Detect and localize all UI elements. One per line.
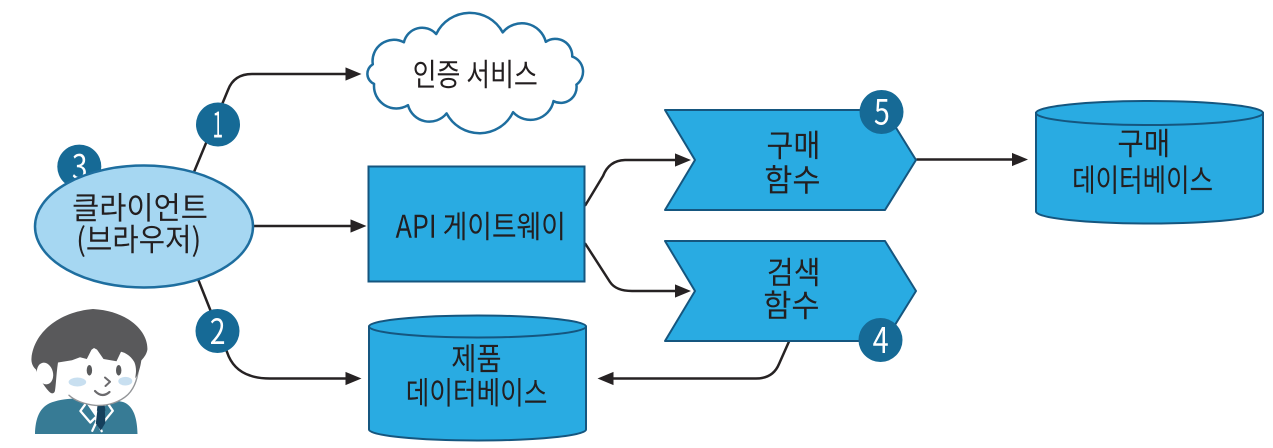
purchase-database-label-line1-glyphs bbox=[1118, 128, 1168, 158]
purchase-function-label-line2-glyphs bbox=[765, 165, 819, 194]
person-blush-left bbox=[68, 377, 87, 387]
person-eye-right bbox=[116, 365, 122, 376]
step-badge-2-digit-glyph bbox=[210, 318, 225, 344]
auth-service-label: 인증 서비스 bbox=[414, 59, 537, 89]
person-face bbox=[57, 343, 139, 406]
arrow-api-to-search-fn-line bbox=[584, 242, 680, 293]
arrow-client-to-api-head bbox=[350, 219, 367, 233]
step-badge-5: 5 bbox=[859, 90, 904, 134]
purchase-function-label-line1: 구매 bbox=[767, 130, 818, 160]
client-label-line2-glyphs bbox=[78, 224, 199, 257]
product-database-label-line1-glyphs bbox=[452, 344, 501, 373]
arrow-search-fn-to-product-db-head bbox=[597, 371, 614, 386]
arrow-api-to-search-fn-head bbox=[675, 284, 691, 298]
auth-service-label-glyphs bbox=[414, 59, 537, 89]
step-badge-4-circle bbox=[858, 318, 903, 362]
person-eye-left bbox=[86, 365, 93, 376]
product-database-label-line2-glyphs bbox=[407, 378, 547, 407]
search-function-label-line2: 함수 bbox=[764, 290, 818, 320]
client-label-line2: (브라우저) bbox=[78, 224, 199, 257]
person-nose bbox=[104, 376, 111, 387]
person-blush-right bbox=[118, 376, 133, 386]
product-database-label-line1: 제품 bbox=[452, 344, 501, 373]
purchase-database-cylinder-top bbox=[1035, 100, 1264, 126]
person-tie bbox=[95, 404, 106, 431]
arrow-search-fn-to-product-db-line bbox=[609, 340, 791, 380]
step-badge-3-digit-glyph bbox=[72, 153, 86, 180]
step-badge-1: 1 bbox=[196, 102, 240, 147]
arrow-client-to-auth bbox=[192, 67, 362, 174]
client-ellipse-shape bbox=[33, 164, 255, 289]
arrow-api-to-search-fn bbox=[584, 242, 691, 298]
search-function-label-line2-glyphs bbox=[764, 290, 818, 320]
arrow-search-fn-to-product-db bbox=[597, 340, 791, 386]
purchase-database-cylinder-body bbox=[1035, 112, 1264, 225]
arrow-client-to-product-db-line bbox=[194, 272, 350, 380]
person-figure bbox=[31, 309, 148, 434]
purchase-database-label-line2-glyphs bbox=[1074, 165, 1212, 194]
step-badge-4: 4 bbox=[858, 318, 903, 362]
arrow-client-to-api bbox=[248, 219, 367, 233]
step-badge-2-circle bbox=[195, 309, 240, 353]
arrow-client-to-product-db-head bbox=[345, 371, 362, 386]
purchase-database-label-line1: 구매 bbox=[1118, 128, 1168, 158]
arrow-api-to-purchase-fn-line bbox=[584, 158, 680, 207]
purchase-function-label-line1-glyphs bbox=[767, 130, 818, 160]
arrow-client-to-auth-head bbox=[345, 67, 362, 81]
client-label-line1-glyphs bbox=[73, 193, 207, 222]
arrow-api-to-purchase-fn-head bbox=[675, 153, 691, 167]
search-function-label-line1-glyphs bbox=[768, 257, 818, 287]
person-hair bbox=[31, 309, 148, 394]
arrow-api-to-purchase-fn bbox=[584, 153, 691, 207]
arrow-client-to-auth-line bbox=[192, 72, 350, 174]
arrow-purchase-fn-to-purchase-db-head bbox=[1012, 152, 1028, 167]
client-node: 클라이언트 (브라우저) bbox=[33, 164, 255, 289]
api-gateway-label: API 게이트웨이 bbox=[395, 211, 563, 241]
purchase-function-label-line2: 함수 bbox=[765, 165, 819, 194]
purchase-database-node: 구매 데이터베이스 bbox=[1035, 100, 1264, 225]
search-function-node: 검색 함수 bbox=[664, 240, 917, 342]
arrow-client-to-product-db bbox=[194, 272, 362, 386]
step-badge-1-digit-glyph bbox=[214, 111, 222, 138]
purchase-database-label-line2: 데이터베이스 bbox=[1074, 165, 1212, 194]
step-badge-4-digit-glyph bbox=[873, 327, 888, 353]
product-database-cylinder-top bbox=[368, 314, 587, 339]
step-badge-2: 2 bbox=[195, 309, 240, 353]
product-database-label-line2: 데이터베이스 bbox=[407, 378, 547, 407]
step-badge-5-circle bbox=[859, 90, 904, 134]
auth-service-node: 인증 서비스 bbox=[366, 11, 585, 135]
api-gateway-node: API 게이트웨이 bbox=[367, 165, 586, 283]
api-gateway-box bbox=[367, 165, 586, 283]
product-database-cylinder-body bbox=[368, 325, 587, 442]
product-database-node: 제품 데이터베이스 bbox=[368, 314, 587, 442]
step-badge-5-digit-glyph bbox=[874, 99, 889, 125]
client-label-line1: 클라이언트 bbox=[73, 193, 207, 222]
person-jaw-outline bbox=[68, 363, 140, 407]
purchase-function-node: 구매 함수 bbox=[664, 109, 917, 211]
connectors bbox=[192, 67, 1028, 386]
person-mouth bbox=[93, 389, 111, 397]
person-ear bbox=[36, 362, 54, 385]
search-function-label-line1: 검색 bbox=[768, 257, 818, 287]
arrow-purchase-fn-to-purchase-db bbox=[915, 152, 1028, 167]
api-gateway-label-glyphs bbox=[395, 211, 563, 241]
